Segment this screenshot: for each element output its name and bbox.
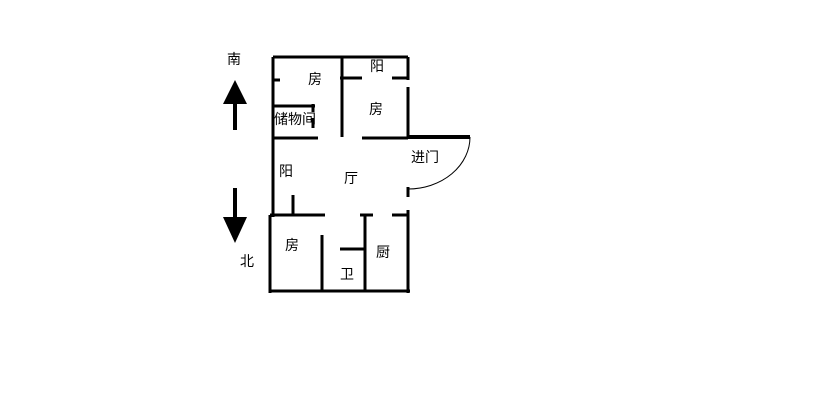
entrance-door: [407, 135, 471, 190]
room-label-top-left: 房: [308, 72, 322, 88]
room-label-top-right: 房: [369, 102, 383, 118]
compass-south-label: 南: [227, 52, 241, 68]
room-label-bottom-left: 房: [285, 238, 299, 254]
compass-north-label: 北: [240, 254, 254, 270]
arrow-down-icon: [223, 188, 247, 243]
storage-label: 储物间: [274, 112, 316, 128]
outer-walls: [268, 55, 410, 293]
balcony-label-left: 阳: [279, 164, 293, 180]
hall-label: 厅: [344, 171, 358, 187]
bathroom-label: 卫: [340, 267, 354, 283]
arrow-up-icon: [223, 80, 247, 130]
interior-walls: [270, 57, 408, 291]
kitchen-label: 厨: [376, 245, 390, 261]
entrance-label: 进门: [411, 150, 439, 166]
balcony-label-top: 阳: [370, 59, 384, 75]
